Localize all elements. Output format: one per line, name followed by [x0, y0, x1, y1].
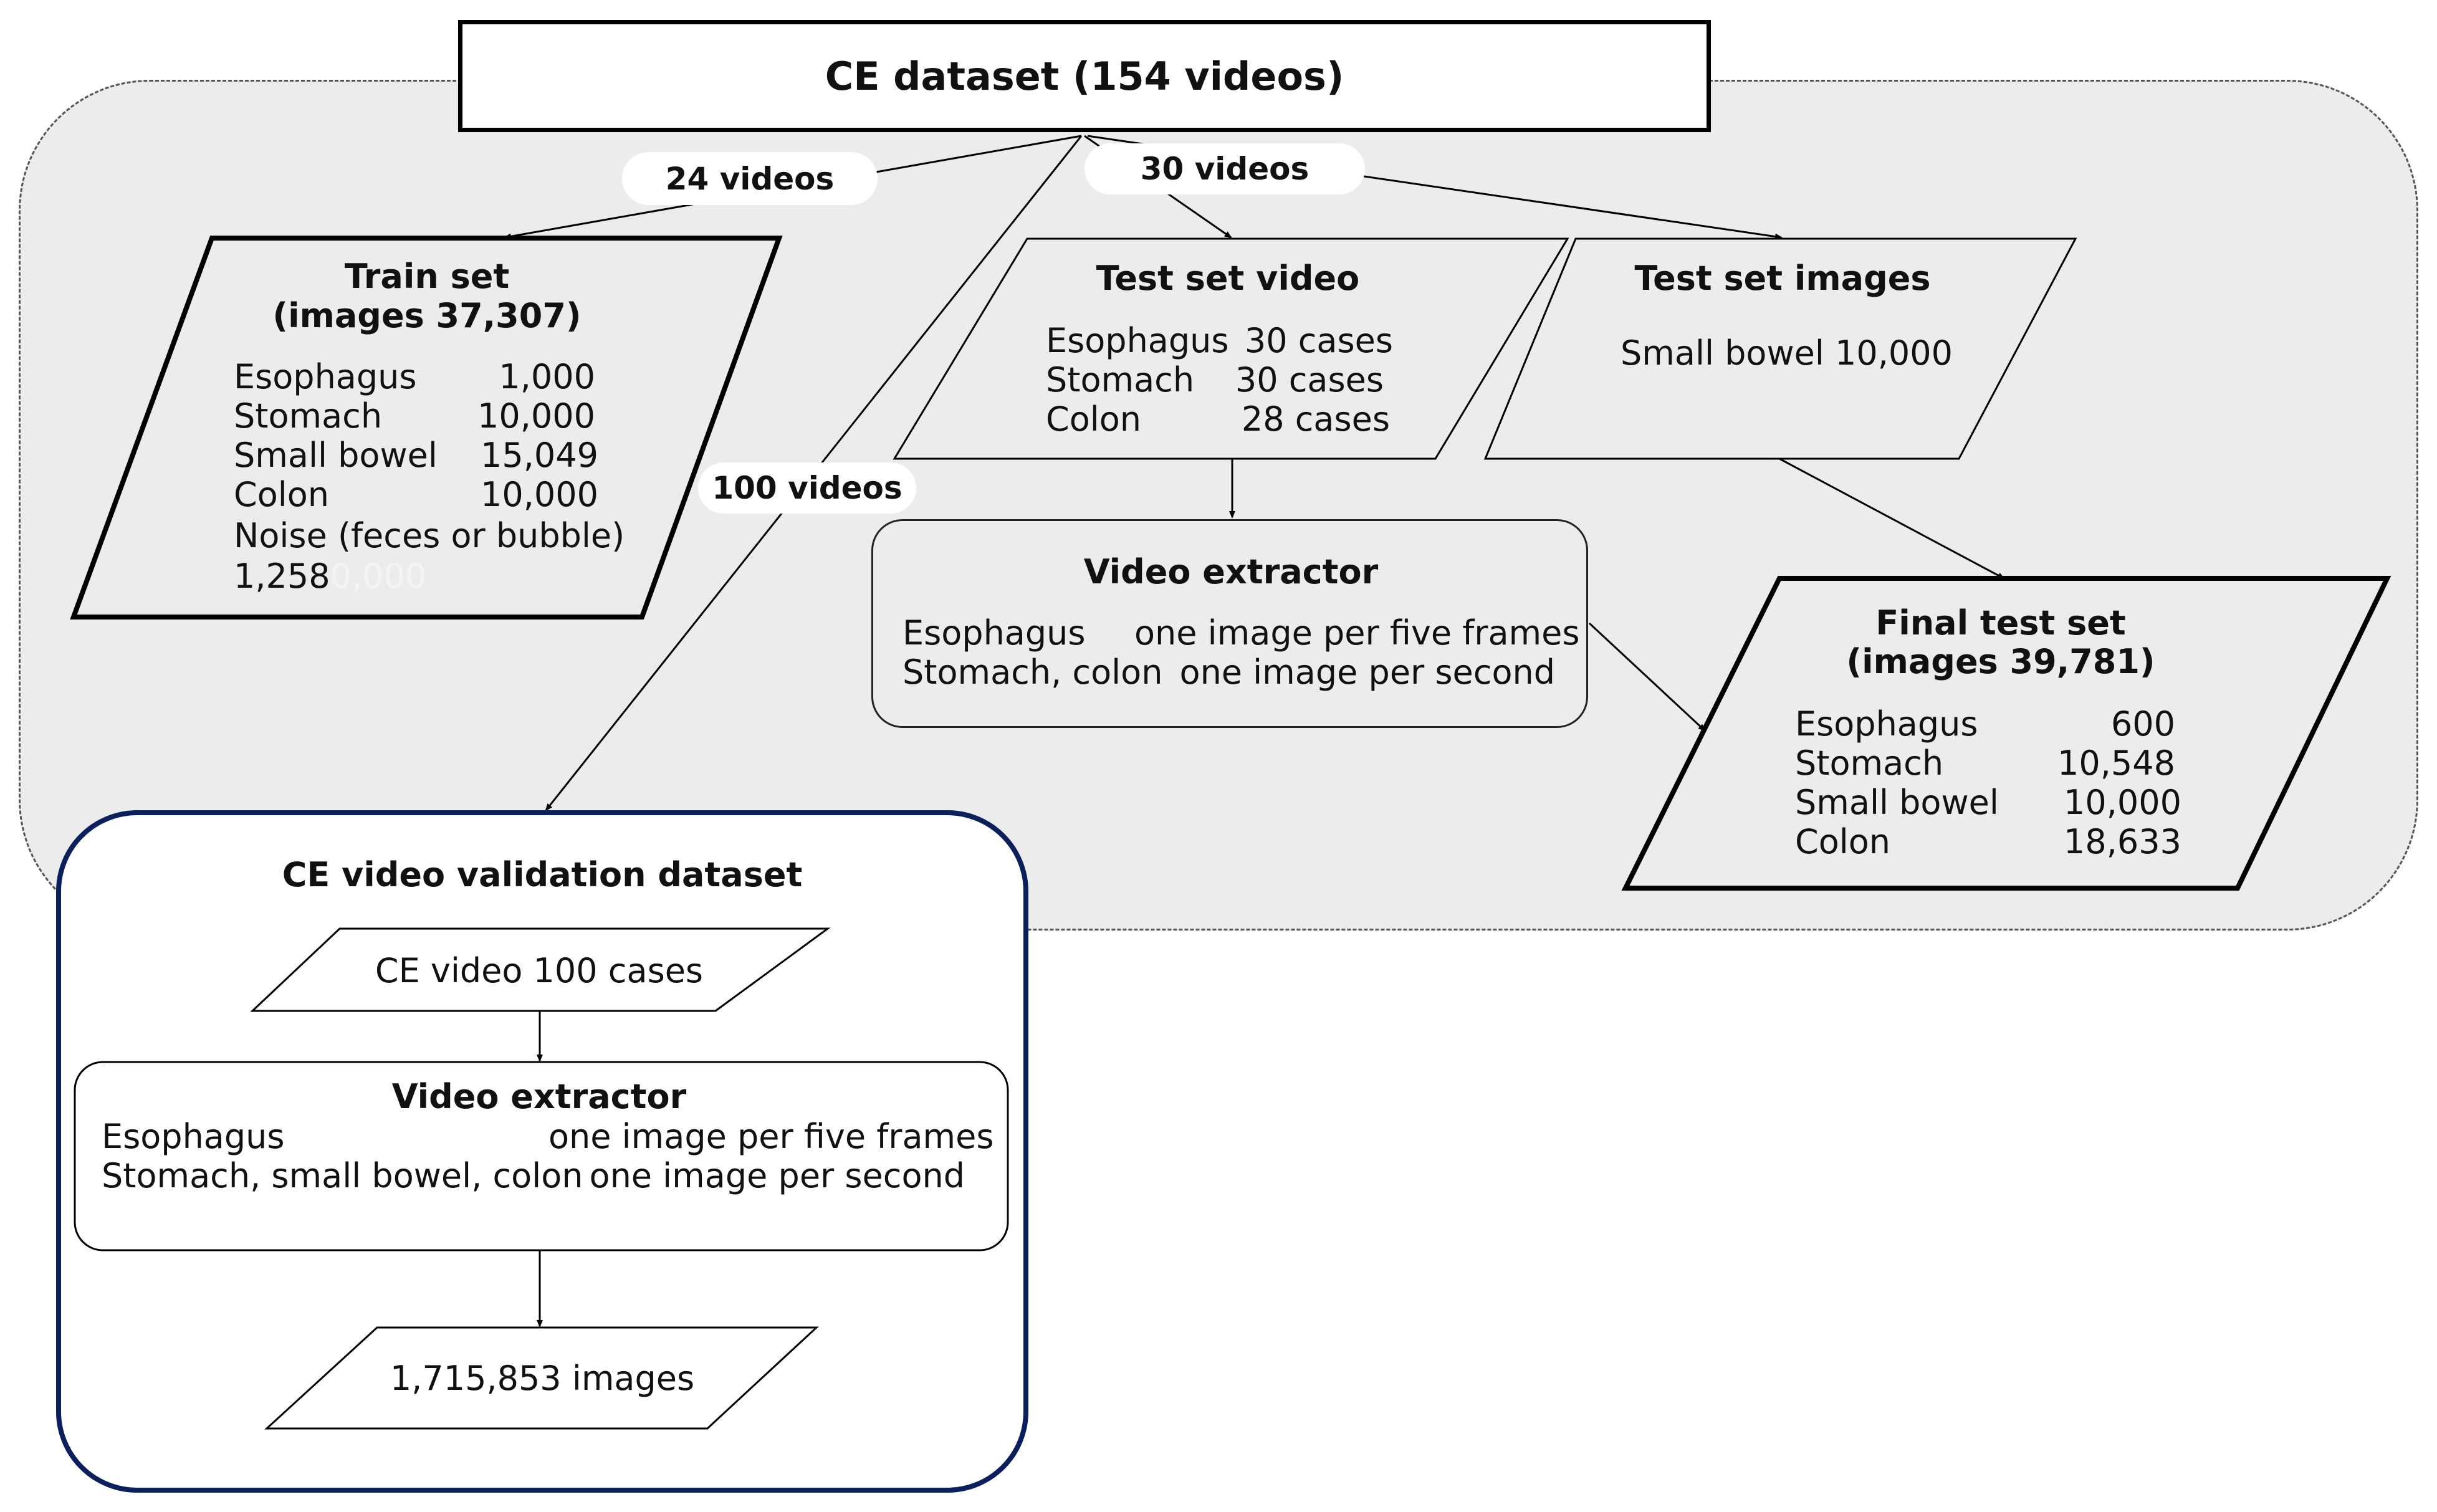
validation-output-label: 1,715,853 images	[390, 1359, 695, 1398]
video-extractor-box	[871, 519, 1588, 728]
extractor-row-value-1: one image per second	[1179, 653, 1555, 692]
test-video-row-value-1: 30 cases	[1235, 360, 1384, 400]
validation-input-shape	[250, 927, 831, 1012]
validation-extractor-shape	[74, 1061, 1009, 1251]
train-row-value-2: 15,049	[481, 436, 598, 475]
final-row-value-1: 10,548	[2057, 744, 2175, 783]
edge-label-validation: 100 videos	[698, 462, 916, 514]
train-row-label-3: Colon	[234, 475, 330, 514]
train-row-value-3: 10,000	[481, 475, 598, 514]
val-extractor-row-label-1: Stomach, small bowel, colon	[102, 1156, 583, 1195]
final-test-shape	[1621, 576, 2392, 891]
train-set-subtitle: (images 37,307)	[272, 296, 582, 335]
train-noise-label: Noise (feces or bubble)	[234, 516, 625, 555]
final-row-label-0: Esophagus	[1795, 704, 1978, 744]
validation-title: CE video validation dataset	[282, 855, 803, 894]
train-set-title: Train set	[344, 257, 510, 296]
validation-extractor-title: Video extractor	[391, 1077, 687, 1116]
test-images-shape	[1483, 237, 2077, 460]
final-test-title: Final test set	[1875, 603, 2126, 643]
train-noise-value-line: 1,2580,000	[234, 557, 426, 596]
test-images-line: Small bowel 10,000	[1621, 333, 1953, 373]
validation-output-shape	[264, 1326, 819, 1430]
train-set-shape	[70, 236, 783, 620]
validation-input-label: CE video 100 cases	[375, 951, 704, 990]
edge-label-test: 30 videos	[1084, 143, 1365, 194]
edge-extractor-final	[1588, 622, 1706, 732]
test-video-row-label-0: Esophagus	[1046, 321, 1229, 360]
test-video-row-value-0: 30 cases	[1244, 321, 1393, 360]
test-video-row-label-1: Stomach	[1046, 360, 1195, 400]
edge-label-train: 24 videos	[622, 152, 878, 205]
val-extractor-row-label-0: Esophagus	[102, 1117, 285, 1156]
train-noise-ghost: 0,000	[330, 557, 427, 596]
train-noise-value: 1,258	[234, 557, 330, 596]
train-row-label-0: Esophagus	[234, 357, 417, 396]
final-row-label-1: Stomach	[1795, 744, 1944, 783]
train-row-value-0: 1,000	[499, 357, 595, 396]
test-images-title: Test set images	[1634, 259, 1931, 298]
test-video-row-value-2: 28 cases	[1241, 400, 1390, 439]
test-video-title: Test set video	[1096, 259, 1360, 298]
train-row-label-1: Stomach	[234, 396, 383, 436]
final-row-value-3: 18,633	[2064, 822, 2181, 861]
train-row-label-2: Small bowel	[234, 436, 438, 475]
extractor-row-label-0: Esophagus	[903, 613, 1086, 653]
extractor-row-value-0: one image per five frames	[1134, 613, 1580, 653]
val-extractor-row-value-0: one image per five frames	[548, 1117, 994, 1156]
final-row-value-2: 10,000	[2064, 783, 2181, 822]
video-extractor-title: Video extractor	[1083, 552, 1379, 591]
final-row-label-2: Small bowel	[1795, 783, 1999, 822]
test-video-shape	[893, 237, 1569, 460]
test-video-row-label-2: Colon	[1046, 400, 1142, 439]
extractor-row-label-1: Stomach, colon	[903, 653, 1163, 692]
final-test-subtitle: (images 39,781)	[1846, 642, 2155, 681]
train-row-value-1: 10,000	[477, 396, 595, 436]
final-row-value-0: 600	[2110, 704, 2175, 744]
val-extractor-row-value-1: one image per second	[589, 1156, 965, 1195]
final-row-label-3: Colon	[1795, 822, 1891, 861]
dataset-title: CE dataset (154 videos)	[458, 20, 1711, 132]
edge-images-final	[1779, 457, 2005, 580]
